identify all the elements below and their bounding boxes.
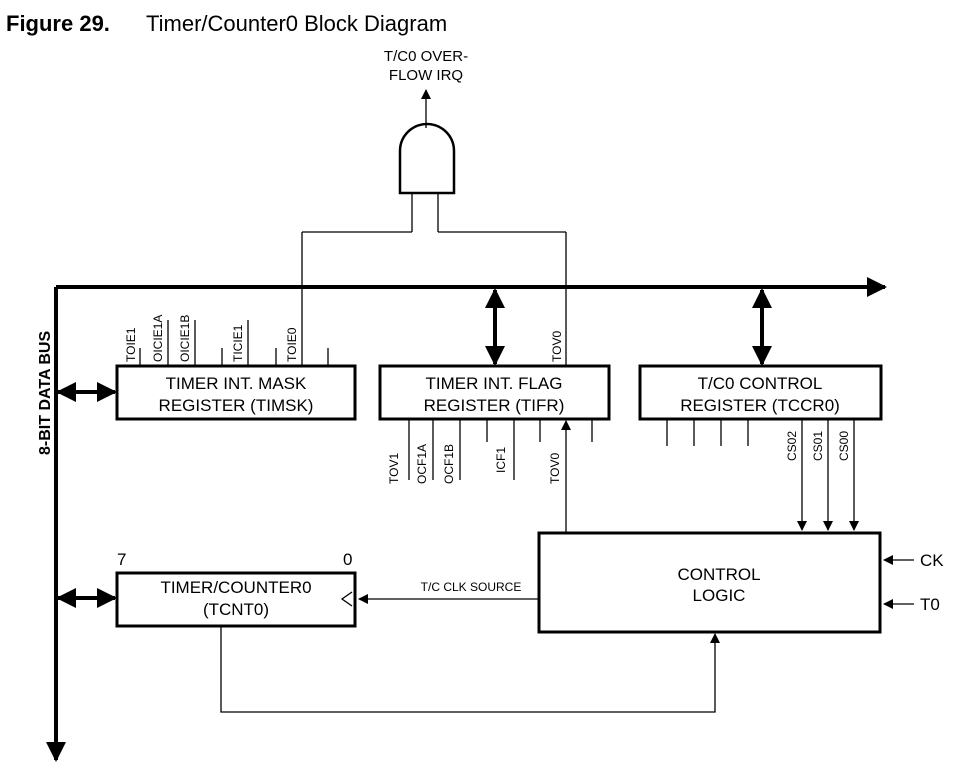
timsk-bit-ocie1b: OICIE1B [178, 315, 192, 362]
t0-label: T0 [920, 595, 940, 614]
control-logic-block [537, 531, 882, 634]
tcnt0-line2: (TCNT0) [203, 600, 269, 619]
tifr-register [378, 364, 611, 421]
tifr-bit-icf1: ICF1 [494, 447, 508, 473]
tifr-bit-ticks [408, 419, 593, 480]
control-logic-line2: LOGIC [693, 586, 746, 605]
tccr0-bit-cs00: CS00 [837, 431, 851, 461]
ck-label: CK [920, 551, 944, 570]
tifr-bit-ocf1b: OCF1B [442, 444, 456, 484]
timsk-bit-ticie1: TICIE1 [231, 324, 245, 362]
timsk-bit-toie1: TOIE1 [124, 327, 138, 362]
control-logic-line1: CONTROL [677, 565, 760, 584]
tccr0-bit-cs01: CS01 [811, 431, 825, 461]
tcnt0-lsb: 0 [343, 550, 352, 569]
tccr0-bit-ticks [666, 419, 749, 446]
timsk-register [115, 364, 357, 421]
tcnt0-register [115, 571, 357, 628]
tifr-top-bit-tov0: TOV0 [550, 331, 564, 362]
and-gate [398, 122, 456, 195]
tifr-bit-tov1: TOV1 [387, 453, 401, 484]
tccr0-bit-cs02: CS02 [785, 431, 799, 461]
tcnt0-line1: TIMER/COUNTER0 [160, 578, 311, 597]
timsk-line2: REGISTER (TIMSK) [159, 396, 314, 415]
irq-label-line2: FLOW IRQ [389, 67, 463, 84]
clk-source-label: T/C CLK SOURCE [421, 580, 522, 594]
tifr-bit-ocf1a: OCF1A [415, 444, 429, 484]
timsk-bit-toie0: TOIE0 [285, 327, 299, 362]
tifr-line2: REGISTER (TIFR) [424, 396, 565, 415]
timsk-bit-ticks [139, 320, 329, 366]
data-bus-label: 8-BIT DATA BUS [37, 331, 54, 455]
tccr0-line1: T/C0 CONTROL [698, 374, 823, 393]
irq-label-line1: T/C0 OVER- [384, 48, 468, 65]
tcnt0-msb: 7 [117, 550, 126, 569]
figure-number: Figure 29. [6, 11, 110, 36]
figure-title: Timer/Counter0 Block Diagram [146, 11, 447, 36]
timsk-line1: TIMER INT. MASK [166, 374, 307, 393]
tccr0-register [638, 364, 883, 421]
clock-input-symbol [340, 591, 353, 607]
tccr0-line2: REGISTER (TCCR0) [680, 396, 840, 415]
tcnt0-feedback-wire [220, 626, 720, 713]
tifr-bottom-bit-tov0: TOV0 [548, 453, 562, 484]
tifr-line1: TIMER INT. FLAG [426, 374, 563, 393]
timsk-bit-ocie1a: OICIE1A [151, 315, 165, 362]
